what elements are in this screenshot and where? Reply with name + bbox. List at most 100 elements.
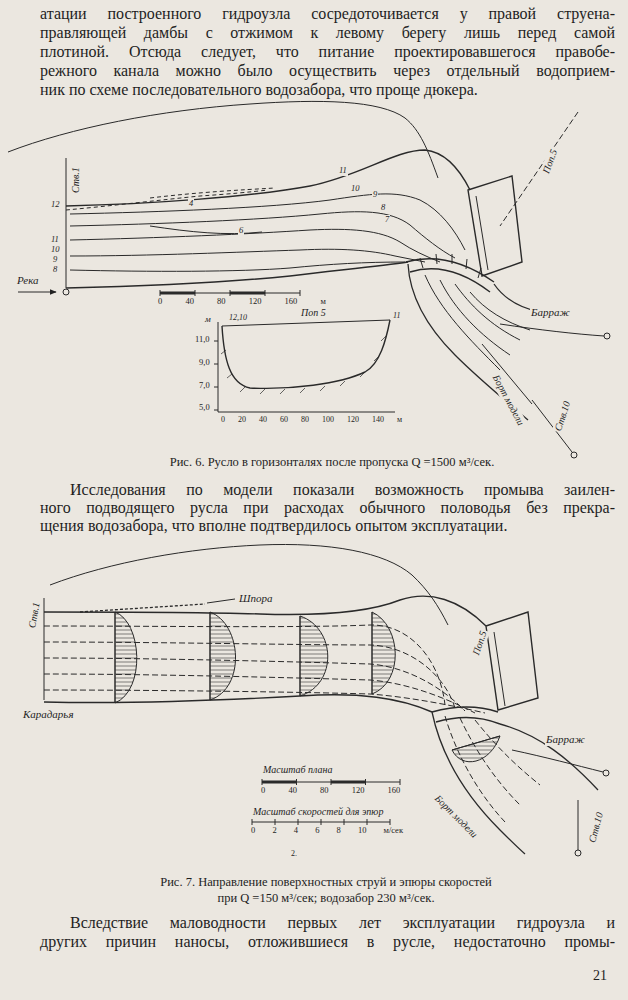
- contour-number: 11: [338, 166, 348, 176]
- barrage-end: [603, 770, 609, 776]
- scale-bar-fill: [160, 292, 265, 295]
- contour: [70, 249, 425, 262]
- stake-end: [63, 289, 69, 295]
- barrage-line: [500, 324, 604, 336]
- axis-unit: м: [204, 314, 212, 324]
- contour-number: 9: [52, 255, 58, 265]
- body-line: других причин наносы, отложившиеся в рус…: [40, 933, 615, 951]
- hill-line: [50, 544, 448, 625]
- scale-numbers: 0 40 80 120 160: [260, 786, 401, 796]
- fig6-plan: [8, 101, 610, 458]
- flow-arrow: [18, 292, 56, 293]
- contour-number: 8: [380, 203, 386, 213]
- velocity-epure: [210, 612, 236, 700]
- river-label: Карадарья: [22, 708, 75, 721]
- barrage-line: [512, 750, 603, 772]
- profile-title: Поп 5: [300, 307, 327, 319]
- station-label: Ств.10: [552, 399, 573, 434]
- flow-line: [44, 658, 465, 711]
- scale-numbers: 0 2 4 6 8 10 м/сек: [250, 826, 404, 836]
- station-label: Ств.1: [70, 166, 82, 194]
- body-line: Вследствие маловодности первых лет экспл…: [70, 914, 615, 932]
- stake-line: [578, 800, 579, 850]
- stake-end: [575, 850, 581, 856]
- axis-ticks: 0 20 40 60 80 100 120 140 м: [220, 415, 403, 424]
- dam: [432, 707, 498, 712]
- bed-hatch: [221, 336, 386, 394]
- velocity-epure: [372, 612, 395, 694]
- axis-tick: 9,0: [198, 358, 211, 368]
- mark: 2.: [290, 849, 298, 858]
- fig7-plan: [44, 544, 609, 856]
- figure-caption: при Q =150 м³/сек; водозабор 230 м³/сек.: [217, 891, 434, 905]
- stake-end: [571, 452, 577, 458]
- fig6-profile: [214, 320, 395, 412]
- contour-dashed: [150, 188, 275, 198]
- plan-scale-fill: [262, 781, 366, 784]
- left-bank: [44, 695, 432, 712]
- flow-line: [440, 280, 510, 355]
- spur-label: Шпора: [238, 592, 273, 605]
- scale-numbers: 0 40 80 120 160 м: [157, 297, 327, 307]
- axis-ticks: [214, 341, 218, 410]
- contour-number: 10: [50, 245, 61, 255]
- body-line: плотиной. Отсюда следует, что питание пр…: [40, 43, 615, 61]
- contour-number: 9: [372, 190, 378, 200]
- axis: [218, 322, 395, 412]
- contour-number: 12: [50, 200, 61, 210]
- stake-line: [66, 158, 67, 288]
- body-line: щения водозабора, что вполне подтвердило…: [40, 517, 507, 535]
- contour-number: 6: [238, 226, 244, 236]
- contour-number: 11: [50, 235, 60, 245]
- body-line: режного канала можно было осуществить че…: [40, 62, 615, 80]
- right-bank: [66, 150, 470, 206]
- section-label: Поп.5: [470, 629, 489, 658]
- figure-caption: Рис. 6. Русло в горизонталях после пропу…: [170, 455, 495, 469]
- velocity-epure: [452, 736, 500, 762]
- body-line: правляющей дамбы с отжимом к левому бере…: [40, 24, 615, 42]
- left-bank: [66, 262, 408, 288]
- flow-line: [44, 690, 485, 713]
- scale-title: Масштаб скоростей для эпюр: [252, 806, 384, 818]
- page-number: 21: [592, 968, 608, 984]
- riverbed: [222, 320, 390, 388]
- barrage-end: [604, 333, 610, 339]
- section-label: Поп.5: [540, 147, 560, 176]
- downstream-wall: [432, 712, 525, 854]
- axis-tick: 5,0: [198, 403, 211, 413]
- station-label: Ств.1: [26, 601, 42, 630]
- level-mark: 11: [392, 311, 401, 320]
- flow-line: [425, 275, 500, 370]
- barrage-label: Барраж: [530, 306, 571, 319]
- contour-dashed: [66, 190, 268, 210]
- section-line: [500, 112, 578, 226]
- velocity-epure: [300, 616, 328, 696]
- body-line: ник по схеме последовательного водозабор…: [40, 81, 478, 99]
- body-line: атации построенного гидроузла сосредоточ…: [40, 5, 615, 23]
- headworks: [468, 176, 522, 276]
- contour-number: 8: [52, 265, 58, 275]
- model-wall-label: Борт модели: [432, 792, 481, 841]
- speed-scale: [252, 819, 390, 825]
- contour: [70, 229, 440, 262]
- axis-tick: 11,0: [194, 335, 211, 345]
- flow-line: [455, 284, 520, 340]
- body-line: ного подводящего русла при расходах обыч…: [40, 499, 615, 517]
- dam-piers: [420, 254, 481, 278]
- barrage-label: Барраж: [545, 733, 586, 746]
- spur: [80, 604, 205, 612]
- scale-bar: [160, 290, 300, 296]
- dam: [410, 269, 490, 292]
- figure-caption: Рис. 7. Направление поверхностных струй …: [160, 875, 492, 889]
- contour: [150, 226, 262, 234]
- body-line: Исследования по модели показали возможно…: [70, 481, 615, 499]
- headworks-inner: [476, 196, 488, 270]
- headworks-inner: [494, 632, 505, 706]
- station-label: Ств.10: [586, 810, 606, 845]
- downstream-wall: [500, 724, 598, 790]
- level-mark: 12,10: [228, 313, 248, 322]
- stake-line: [44, 598, 45, 700]
- leader-line: [207, 599, 235, 603]
- headworks: [486, 612, 538, 710]
